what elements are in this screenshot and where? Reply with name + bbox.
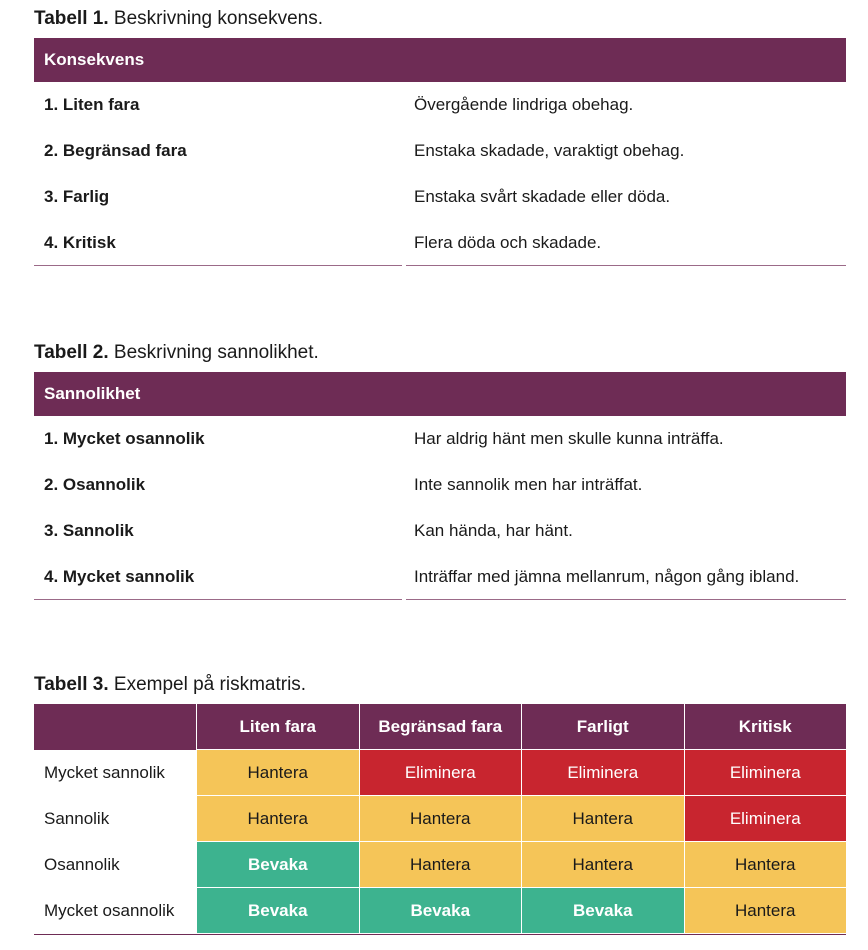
table-row: 3. Sannolik Kan hända, har hänt. [34,508,846,554]
matrix-cell: Hantera [358,842,521,888]
matrix-cell: Hantera [196,750,359,796]
table-bottom-rule [34,265,402,266]
matrix-cell: Hantera [683,888,846,934]
row-description: Flera döda och skadade. [414,233,602,252]
row-label: 3. Sannolik [44,521,134,540]
table3-caption: Tabell 3. Exempel på riskmatris. [34,674,306,696]
matrix-bottom-rule [34,934,846,935]
matrix-row: Osannolik Bevaka Hantera Hantera Hantera [34,842,846,888]
matrix-column-header: Begränsad fara [358,704,521,750]
risk-matrix: Liten fara Begränsad fara Farligt Kritis… [34,704,846,935]
matrix-cell: Bevaka [196,842,359,888]
table3-caption-number: Tabell 3. [34,674,109,695]
matrix-cell: Hantera [358,796,521,842]
matrix-cell: Bevaka [521,888,684,934]
matrix-row-label: Sannolik [44,809,110,828]
matrix-cell: Hantera [521,842,684,888]
matrix-row-label: Osannolik [44,855,120,874]
table-row: 4. Mycket sannolik Inträffar med jämna m… [34,554,846,600]
row-description: Inträffar med jämna mellanrum, någon gån… [414,567,800,586]
row-label: 2. Begränsad fara [44,141,187,160]
matrix-header-row: Liten fara Begränsad fara Farligt Kritis… [34,704,846,750]
table-row: 3. Farlig Enstaka svårt skadade eller dö… [34,174,846,220]
matrix-column-header: Liten fara [196,704,359,750]
row-label: 1. Liten fara [44,95,140,114]
table2: Sannolikhet 1. Mycket osannolik Har aldr… [34,372,846,600]
table-row: 2. Osannolik Inte sannolik men har inträ… [34,462,846,508]
matrix-row-label: Mycket sannolik [44,763,165,782]
matrix-column-header: Farligt [521,704,684,750]
row-description: Enstaka skadade, varaktigt obehag. [414,141,685,160]
matrix-cell: Eliminera [521,750,684,796]
table1: Konsekvens 1. Liten fara Övergående lind… [34,38,846,266]
matrix-row: Sannolik Hantera Hantera Hantera Elimine… [34,796,846,842]
table2-caption-text: Beskrivning sannolikhet. [113,342,319,363]
table-row: 4. Kritisk Flera döda och skadade. [34,220,846,266]
table1-caption: Tabell 1. Beskrivning konsekvens. [34,8,323,30]
matrix-cell: Eliminera [358,750,521,796]
matrix-cell: Hantera [521,796,684,842]
row-description: Inte sannolik men har inträffat. [414,475,643,494]
matrix-cell: Bevaka [358,888,521,934]
table-bottom-rule [34,599,402,600]
table2-caption-number: Tabell 2. [34,342,109,363]
table2-caption: Tabell 2. Beskrivning sannolikhet. [34,342,319,364]
row-description: Kan hända, har hänt. [414,521,573,540]
row-label: 4. Mycket sannolik [44,567,195,586]
matrix-row-label: Mycket osannolik [44,901,175,920]
matrix-corner-cell [34,704,196,750]
table3-caption-text: Exempel på riskmatris. [113,674,307,695]
table-row: 2. Begränsad fara Enstaka skadade, varak… [34,128,846,174]
table-bottom-rule [406,599,846,600]
matrix-cell: Bevaka [196,888,359,934]
table1-caption-text: Beskrivning konsekvens. [113,8,324,29]
row-description: Övergående lindriga obehag. [414,95,634,114]
table1-header: Konsekvens [34,38,846,82]
row-label: 3. Farlig [44,187,110,206]
row-label: 1. Mycket osannolik [44,429,205,448]
row-label: 4. Kritisk [44,233,116,252]
table1-caption-number: Tabell 1. [34,8,109,29]
matrix-cell: Eliminera [683,750,846,796]
matrix-cell: Hantera [196,796,359,842]
table2-header: Sannolikhet [34,372,846,416]
matrix-cell: Eliminera [683,796,846,842]
matrix-column-header: Kritisk [683,704,846,750]
row-description: Har aldrig hänt men skulle kunna inträff… [414,429,724,448]
table-row: 1. Liten fara Övergående lindriga obehag… [34,82,846,128]
matrix-row: Mycket sannolik Hantera Eliminera Elimin… [34,750,846,796]
table-row: 1. Mycket osannolik Har aldrig hänt men … [34,416,846,462]
row-description: Enstaka svårt skadade eller döda. [414,187,671,206]
table-bottom-rule [406,265,846,266]
row-label: 2. Osannolik [44,475,146,494]
matrix-row: Mycket osannolik Bevaka Bevaka Bevaka Ha… [34,888,846,934]
matrix-cell: Hantera [683,842,846,888]
